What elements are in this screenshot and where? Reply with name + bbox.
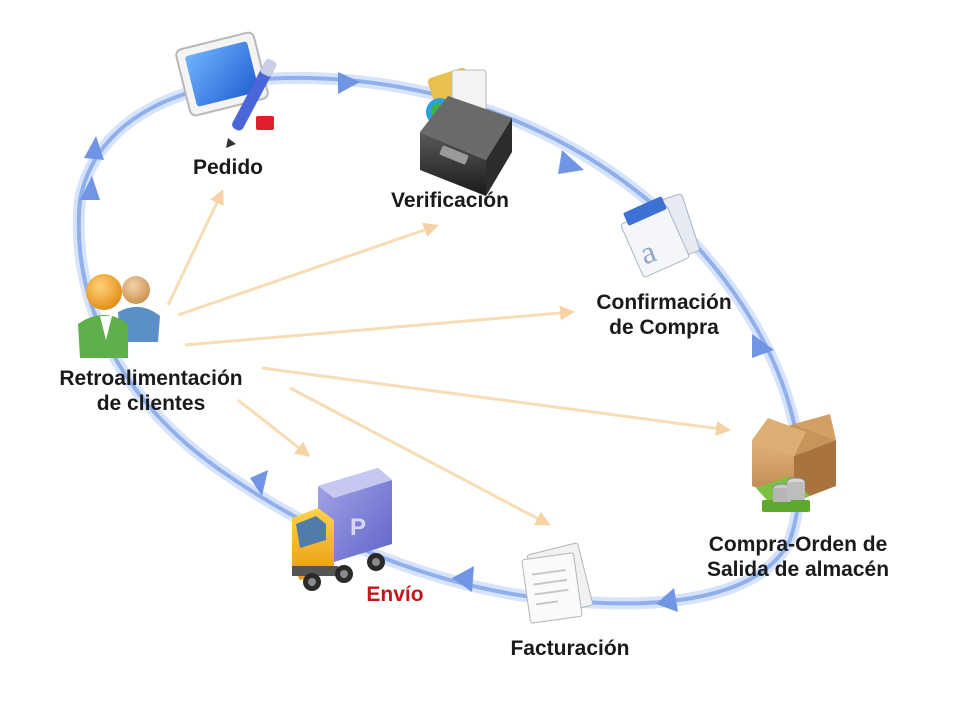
node-label-verificacion: Verificación (376, 188, 524, 213)
feedback-arrow-confirmacion (184, 305, 575, 347)
feedback-arrow-verificacion (177, 222, 439, 317)
documents-icon: a (620, 193, 700, 278)
svg-text:P: P (350, 514, 366, 541)
feedback-arrow-envio (237, 398, 311, 457)
cycle-arrowhead (752, 334, 774, 358)
cycle-loop (72, 71, 806, 612)
retroalimentacion-label-line2: de clientes (96, 392, 206, 415)
feedback-arrow-pedido (166, 189, 224, 306)
cycle-arrowhead (84, 136, 104, 160)
cycle-arrowhead (80, 176, 100, 200)
cycle-arrowhead (558, 150, 584, 174)
feedback-arrow-compra-orden (261, 366, 731, 436)
box-coins-icon (752, 414, 836, 512)
compra-orden-label-line1: Compra-Orden de (708, 533, 888, 556)
cycle-arrowhead (656, 588, 678, 612)
customers-icon (78, 274, 160, 358)
node-label-facturacion: Facturación (500, 636, 640, 661)
feedback-arrows (166, 189, 731, 526)
confirmacion-label-line2: de Compra (609, 316, 719, 339)
cycle-path-core (76, 75, 802, 606)
retroalimentacion-label-line1: Retroalimentación (59, 367, 243, 390)
cycle-arrowhead (452, 566, 474, 592)
compra-orden-label-line2: Salida de almacén (706, 558, 890, 581)
facturacion-label: Facturación (510, 637, 630, 660)
invoice-pages-icon (521, 542, 594, 624)
verificacion-label: Verificación (391, 189, 509, 212)
confirmacion-label-line1: Confirmación (596, 291, 732, 314)
pedido-label: Pedido (192, 156, 263, 179)
node-label-compra-orden: Compra-Orden de Salida de almacén (698, 532, 898, 582)
node-label-confirmacion: Confirmación de Compra (584, 290, 744, 340)
node-label-retroalimentacion: Retroalimentación de clientes (48, 366, 254, 416)
delivery-truck-icon: P (292, 468, 392, 591)
node-label-pedido: Pedido (180, 155, 276, 180)
feedback-arrow-facturacion (289, 386, 551, 526)
file-cabinet-icon (420, 67, 512, 196)
cycle-arrowhead (338, 72, 360, 94)
tablet-pen-icon (175, 31, 277, 148)
envio-label: Envío (366, 583, 424, 606)
cycle-arrowhead (250, 470, 268, 496)
node-label-envio: Envío (350, 582, 440, 607)
